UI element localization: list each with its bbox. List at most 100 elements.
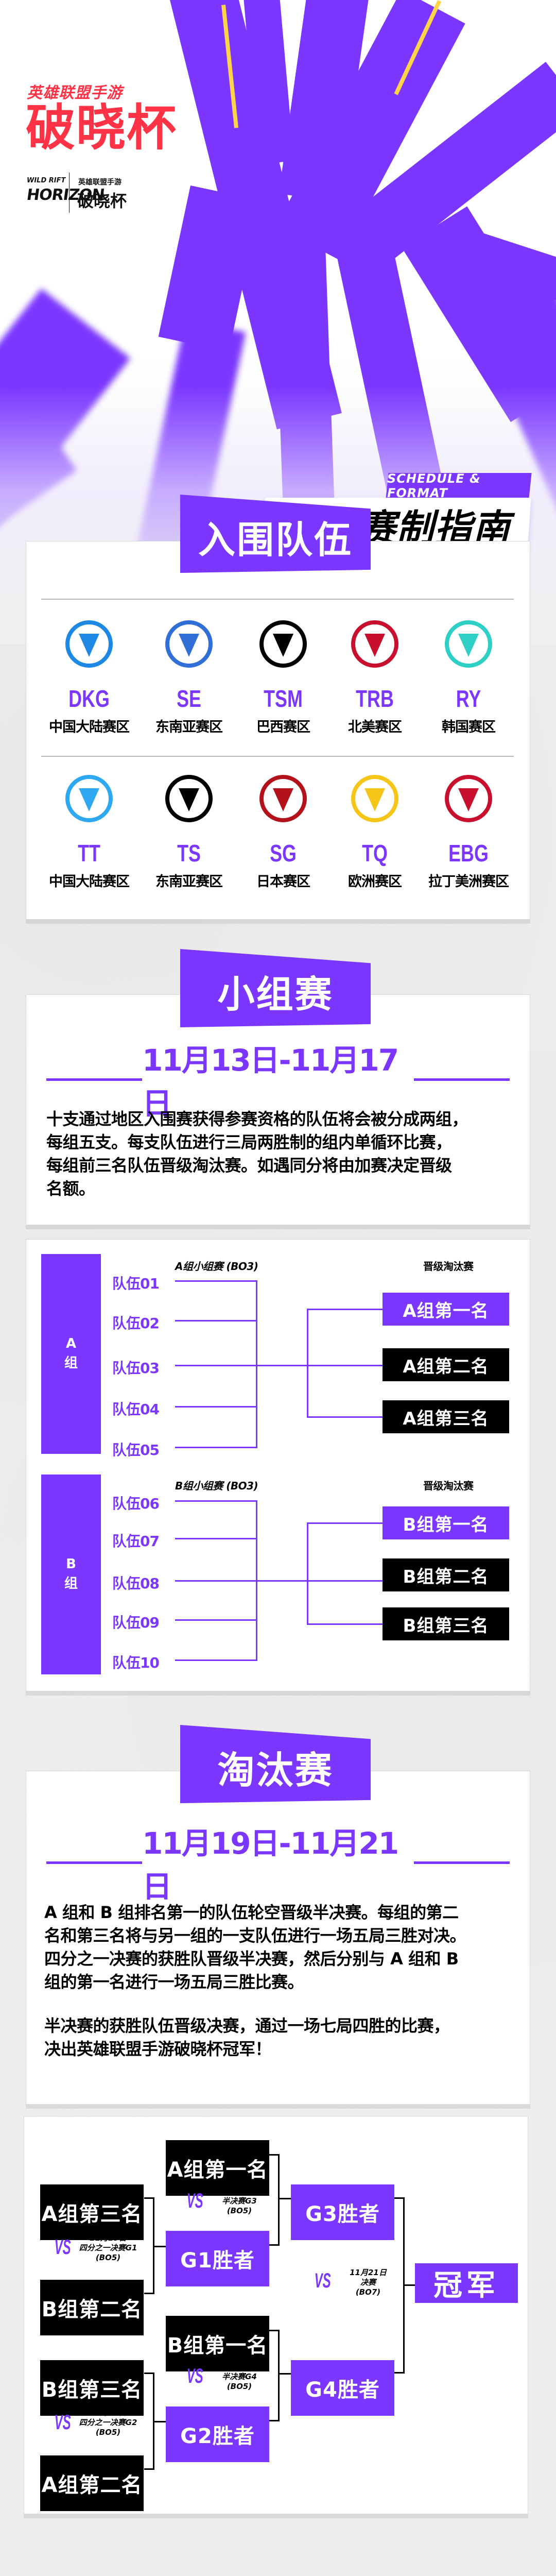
bracket-line xyxy=(175,1447,257,1448)
connector xyxy=(394,2372,405,2374)
group-char: 组 xyxy=(64,1576,78,1591)
section-title: 小组赛 xyxy=(217,972,334,1016)
sg-logo-icon xyxy=(255,770,311,827)
vs-label: VS xyxy=(314,2269,331,2292)
connector xyxy=(269,2330,280,2331)
se-logo-icon xyxy=(161,616,217,672)
connector xyxy=(144,2372,154,2374)
team-slot-label: A组第二名 xyxy=(41,2473,143,2497)
date-bar-right xyxy=(413,1861,510,1864)
group-letter: A xyxy=(65,1336,77,1352)
group-team: 队伍03 xyxy=(112,1360,160,1377)
connector xyxy=(278,2373,291,2375)
connector xyxy=(144,2293,154,2294)
team-card-ry: RY 韩国赛区 xyxy=(425,616,512,736)
rank-box: B组第三名 xyxy=(383,1607,509,1640)
bracket-g2-winner: G2胜者 xyxy=(166,2406,269,2462)
bracket-b3: B组第三名 xyxy=(40,2360,144,2416)
match-date: 11月19日 xyxy=(90,2233,127,2243)
group-stage-card xyxy=(26,994,530,1225)
rank-label: B组第一名 xyxy=(403,1514,489,1535)
bracket-line xyxy=(175,1619,257,1621)
connector xyxy=(278,2198,291,2199)
description-line: 四分之一决赛的获胜队晋级半决赛，然后分别与 A 组和 B xyxy=(44,1949,459,1969)
rank-box: B组第一名 xyxy=(383,1506,509,1539)
match-format: (BO5) xyxy=(227,2206,252,2215)
knockout-bracket-card xyxy=(24,2116,528,2514)
connector xyxy=(153,2421,166,2422)
description-line: 组的第一名进行一场五局三胜比赛。 xyxy=(44,1972,304,1992)
vs-label: VS xyxy=(186,2365,203,2387)
date-text: 11月19日-11月21日 xyxy=(142,1826,399,1904)
team-region: 巴西赛区 xyxy=(256,719,310,735)
ry-logo-icon xyxy=(440,616,497,672)
match-format: (BO5) xyxy=(227,2382,252,2391)
match-date: 11月20日 xyxy=(221,2187,258,2196)
brand-cn-small: 英雄联盟手游 xyxy=(78,178,121,187)
date-bar-left xyxy=(46,1861,143,1864)
schedule-format-tag: SCHEDULE & FORMAT xyxy=(386,471,532,500)
bracket-line xyxy=(175,1320,257,1321)
bracket-line xyxy=(175,1280,257,1282)
rank-label: A组第一名 xyxy=(403,1300,489,1321)
match-date: 11月20日 xyxy=(221,2362,258,2371)
group-stage-banner: 小组赛 xyxy=(180,949,371,1027)
match-format: (BO5) xyxy=(95,2428,121,2437)
brand-cn-large: 破晓杯 xyxy=(77,191,127,211)
description-line: 半决赛的获胜队伍晋级决赛，通过一场七局四胜的比赛， xyxy=(44,2016,450,2036)
knockout-date: 11月19日-11月21日 xyxy=(46,1826,510,1904)
group-round-robin-title: A组小组赛 (BO3) xyxy=(175,1260,258,1273)
date-bar-left xyxy=(46,1078,143,1081)
description-line: 名额。 xyxy=(46,1179,95,1198)
champion-label: 冠军 xyxy=(433,2269,499,2302)
bracket-g4-winner: G4胜者 xyxy=(291,2360,394,2416)
team-region: 东南亚赛区 xyxy=(155,719,223,735)
bracket-line xyxy=(307,1623,383,1625)
bracket-line xyxy=(175,1406,257,1408)
team-slot-label: A组第三名 xyxy=(41,2202,143,2226)
description-line: 名和第三名将与另一组的一支队伍进行一场五局三胜对决。 xyxy=(44,1926,466,1945)
team-abbr: TS xyxy=(177,840,201,867)
team-abbr: TT xyxy=(78,840,100,867)
description-line: A 组和 B 组排名第一的队伍轮空晋级半决赛。每组的第二 xyxy=(44,1903,459,1922)
bracket-line xyxy=(307,1309,383,1310)
group-letter: B xyxy=(66,1556,76,1572)
connector xyxy=(278,2330,280,2421)
section-title: 入围队伍 xyxy=(198,518,353,562)
qualified-teams-banner: 入围队伍 xyxy=(180,495,371,573)
team-abbr: RY xyxy=(456,685,481,712)
bracket-line xyxy=(175,1580,257,1582)
team-slot-label: B组第一名 xyxy=(167,2334,268,2358)
team-region: 北美赛区 xyxy=(348,719,402,735)
brand-divider xyxy=(69,173,70,213)
bracket-line xyxy=(307,1522,308,1625)
bracket-line xyxy=(307,1522,383,1524)
bracket-line xyxy=(175,1538,257,1539)
team-slot-label: G3胜者 xyxy=(305,2202,380,2226)
team-region: 东南亚赛区 xyxy=(155,874,223,890)
rank-box: A组第三名 xyxy=(383,1400,509,1433)
vs-label: VS xyxy=(54,2411,71,2434)
team-region: 韩国赛区 xyxy=(442,719,496,735)
team-region: 中国大陆赛区 xyxy=(49,874,130,890)
rank-label: A组第二名 xyxy=(403,1356,489,1377)
team-card-ts: TS 东南亚赛区 xyxy=(145,770,233,890)
match-name: 决赛 xyxy=(360,2278,376,2287)
bracket-g1-winner: G1胜者 xyxy=(166,2231,269,2286)
bracket-line xyxy=(175,1500,257,1502)
team-abbr: TQ xyxy=(362,840,388,867)
group-team: 队伍09 xyxy=(112,1614,160,1631)
connector xyxy=(269,2420,280,2421)
group-stage-description: 十支通过地区入围赛获得参赛资格的队伍将会被分成两组， 每组五支。每支队伍进行三局… xyxy=(46,1108,520,1200)
bracket-line xyxy=(175,1365,257,1366)
group-round-robin-title: B组小组赛 (BO3) xyxy=(175,1480,258,1492)
group-team: 队伍07 xyxy=(112,1533,160,1550)
bracket-b2: B组第二名 xyxy=(40,2280,144,2335)
team-slot-label: B组第三名 xyxy=(41,2378,143,2402)
tag-text: SCHEDULE & FORMAT xyxy=(387,471,481,500)
group-team: 队伍10 xyxy=(112,1654,160,1671)
match-date: 11月21日 xyxy=(350,2268,387,2277)
bracket-line xyxy=(307,1416,383,1418)
match-name: 半决赛G3 xyxy=(222,2196,257,2206)
